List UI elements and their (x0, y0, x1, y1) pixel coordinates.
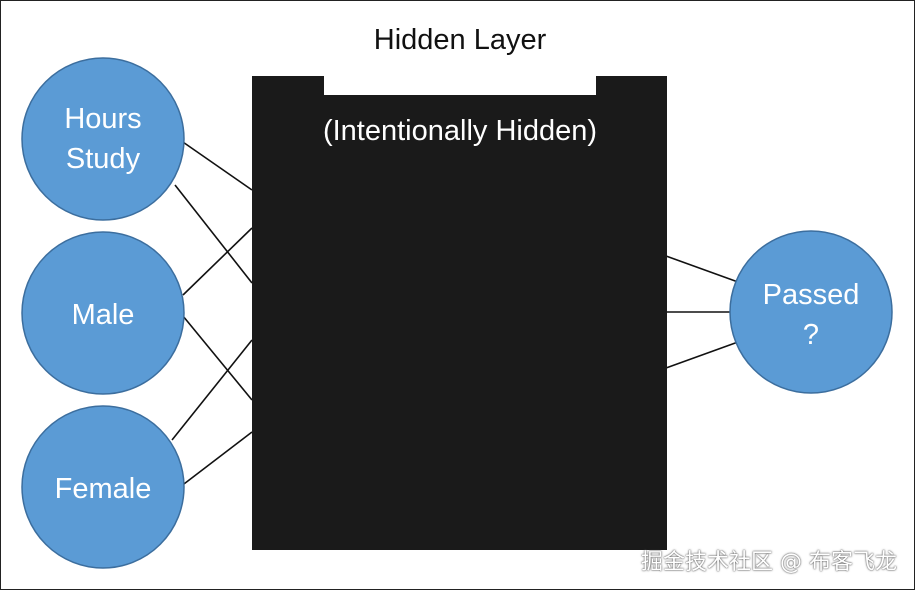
hidden-layer-block (252, 76, 667, 550)
edge-hours-study-to-hidden-2 (174, 184, 253, 284)
input-node-male: Male (21, 231, 185, 395)
output-node-passed-label-line1: Passed (763, 279, 860, 311)
output-node-passed-circle (729, 230, 893, 394)
edge-male-to-hidden-1 (182, 227, 253, 296)
edge-hours-study-to-hidden-1 (179, 139, 253, 191)
edge-hidden-to-output-1 (665, 255, 739, 283)
input-connections (171, 139, 253, 488)
watermark-text: 掘金技术社区 @ 布客飞龙 (641, 550, 897, 575)
edge-female-to-hidden-1 (171, 339, 253, 441)
input-node-female-circle (21, 405, 185, 569)
edge-hidden-to-output-3 (665, 341, 739, 369)
input-node-hours-study-circle (21, 57, 185, 221)
output-node-passed: Passed ? (729, 230, 893, 394)
hidden-layer-subtitle: (Intentionally Hidden) (323, 115, 597, 147)
hidden-layer-title: Hidden Layer (374, 24, 547, 56)
output-node-passed-label-line2: ? (803, 319, 819, 351)
input-node-male-label: Male (72, 299, 135, 331)
input-node-hours-study-label-line2: Study (66, 143, 141, 175)
edge-female-to-hidden-2 (179, 431, 253, 488)
input-node-hours-study-label-line1: Hours (64, 103, 141, 135)
input-node-hours-study: Hours Study (21, 57, 185, 221)
input-node-male-circle (21, 231, 185, 395)
output-connections (665, 255, 739, 369)
input-node-female-label: Female (55, 473, 152, 505)
input-node-female: Female (21, 405, 185, 569)
edge-male-to-hidden-2 (182, 315, 253, 401)
